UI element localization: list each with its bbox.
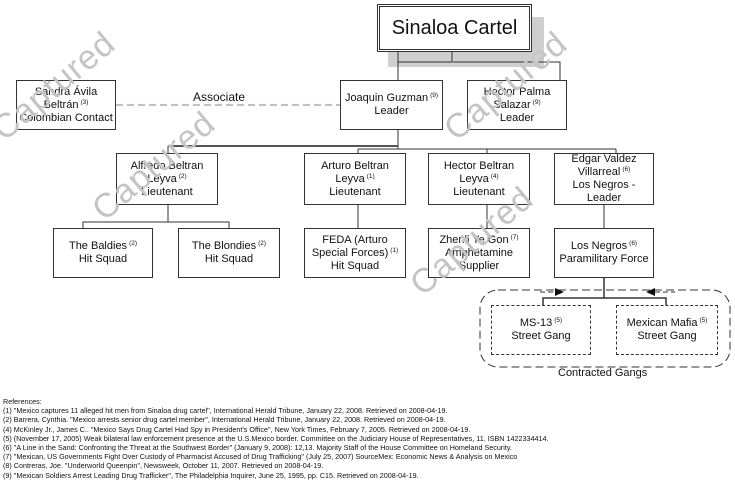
references-heading: References:: [3, 397, 42, 406]
node-hector-beltran[interactable]: Hector Beltran Leyva(4) Lieutenant: [428, 153, 530, 205]
node-alfredo-beltran[interactable]: Alfredo Beltran Leyva(2) Lieutenant: [116, 153, 218, 205]
node-line: Special Forces): [311, 246, 389, 259]
arrow-left-icon: [646, 288, 655, 296]
ref-marker: (3): [80, 98, 89, 106]
node-line: Beltrán: [43, 98, 79, 111]
reference-item: (4) McKinley Jr., James C.. "Mexico Says…: [3, 424, 471, 434]
page-title: Sinaloa Cartel: [391, 16, 518, 39]
node-line: Lieutenant: [141, 185, 193, 198]
node-the-baldies[interactable]: The Baldies(2) Hit Squad: [53, 228, 153, 278]
reference-item: (2) Barrera, Cynthia. "Mexico arrests se…: [3, 415, 446, 425]
node-line: Lieutenant: [453, 185, 505, 198]
node-line: Los Negros: [570, 240, 628, 252]
title-box: Sinaloa Cartel: [377, 4, 532, 52]
node-line: Hit Squad: [204, 253, 254, 265]
node-line: The Baldies: [68, 240, 128, 252]
ref-marker: (6): [629, 240, 638, 247]
node-line: Zhenli Ye Gon: [439, 233, 509, 246]
node-line: Hector Palma: [483, 85, 551, 98]
ref-marker: (5): [554, 317, 563, 324]
ref-marker: (2): [129, 240, 138, 247]
node-line: The Blondies: [191, 240, 257, 252]
node-mexican-mafia[interactable]: Mexican Mafia(5) Street Gang: [616, 305, 718, 355]
node-joaquin-guzman[interactable]: Joaquin Guzman(9) Leader: [340, 80, 443, 130]
node-line: Edgar Valdez: [571, 153, 637, 165]
node-edgar-valdez[interactable]: Edgar Valdez Villarreal(6) Los Negros - …: [554, 153, 654, 205]
node-arturo-beltran[interactable]: Arturo Beltran Leyva(1) Lieutenant: [304, 153, 406, 205]
node-line: Salazar: [493, 98, 531, 111]
node-los-negros[interactable]: Los Negros(6) Paramilitary Force: [554, 228, 654, 278]
node-line: FEDA (Arturo: [322, 233, 388, 246]
node-line: MS-13: [519, 317, 553, 329]
node-line: Colombian Contact: [19, 111, 113, 124]
reference-item: (9) "Mexican Soldiers Arrest Leading Dru…: [3, 470, 419, 480]
node-line: Alfredo Beltran: [130, 159, 204, 172]
ref-marker: (9): [532, 98, 541, 106]
node-line: Mexican Mafia: [626, 317, 698, 329]
node-line: Leader: [499, 111, 535, 124]
node-line: Street Gang: [511, 330, 571, 342]
associate-label: Associate: [193, 90, 246, 104]
node-line: Joaquin Guzman: [344, 92, 429, 104]
ref-marker: (9): [430, 92, 439, 99]
reference-item: (5) (November 17, 2005) Weak bilateral l…: [3, 433, 549, 443]
node-line: Amphetamine: [445, 246, 513, 259]
node-line: Street Gang: [637, 330, 697, 342]
node-line: Arturo Beltran: [321, 159, 389, 172]
node-line: Sandra Ávila: [34, 85, 98, 98]
node-line: Villarreal: [577, 166, 621, 178]
node-line: Paramilitary Force: [559, 253, 649, 265]
node-ms13[interactable]: MS-13(5) Street Gang: [491, 305, 591, 355]
reference-item: (6) "A Line in the Sand: Confronting the…: [3, 443, 512, 453]
node-line: Los Negros -: [572, 179, 636, 191]
node-line: Leyva: [459, 172, 489, 185]
node-line: Hector Beltran: [443, 159, 515, 172]
node-sandra-avila[interactable]: Sandra Ávila Beltrán(3) Colombian Contac…: [16, 80, 116, 130]
reference-item: (7) "Mexican, US Governments Fight Over …: [3, 452, 518, 462]
ref-marker: (7): [510, 233, 519, 241]
node-line: Leader: [586, 192, 622, 204]
node-line: Leyva: [147, 172, 177, 185]
node-line: Leader: [374, 105, 409, 117]
reference-item: (1) "Mexico captures 11 alleged hit men …: [3, 406, 448, 416]
connector-title-joaquin: [397, 52, 453, 63]
connector-to-ms13: [542, 278, 605, 305]
node-line: Leyva: [335, 172, 365, 185]
connector-to-blondies: [168, 221, 230, 228]
ref-marker: (5): [699, 317, 708, 324]
arrow-right-icon: [555, 288, 564, 296]
node-line: Hit Squad: [330, 259, 380, 272]
ref-marker: (1): [390, 246, 399, 254]
ref-marker: (4): [490, 172, 499, 180]
node-line: Lieutenant: [329, 185, 381, 198]
connector-to-mexican-mafia: [604, 297, 667, 305]
references: References: (1) "Mexico captures 11 alle…: [3, 397, 548, 480]
ref-marker: (2): [178, 172, 187, 180]
node-line: Hit Squad: [78, 253, 128, 265]
ref-marker: (2): [258, 240, 267, 247]
connector-to-hector-palma: [453, 61, 561, 80]
node-line: Supplier: [458, 259, 500, 272]
ref-marker: (6): [622, 166, 631, 173]
connector-to-baldies: [82, 205, 169, 228]
node-zhenli-ye-gon[interactable]: Zhenli Ye Gon(7) Amphetamine Supplier: [428, 228, 530, 278]
contracted-gangs-label: Contracted Gangs: [558, 367, 648, 379]
node-hector-palma[interactable]: Hector Palma Salazar(9) Leader: [467, 80, 567, 130]
reference-item: (8) Contreras, Joe. "Underworld Queenpin…: [3, 461, 324, 471]
node-feda[interactable]: FEDA (Arturo Special Forces)(1) Hit Squa…: [304, 228, 406, 278]
node-the-blondies[interactable]: The Blondies(2) Hit Squad: [178, 228, 280, 278]
ref-marker: (1): [366, 172, 375, 180]
